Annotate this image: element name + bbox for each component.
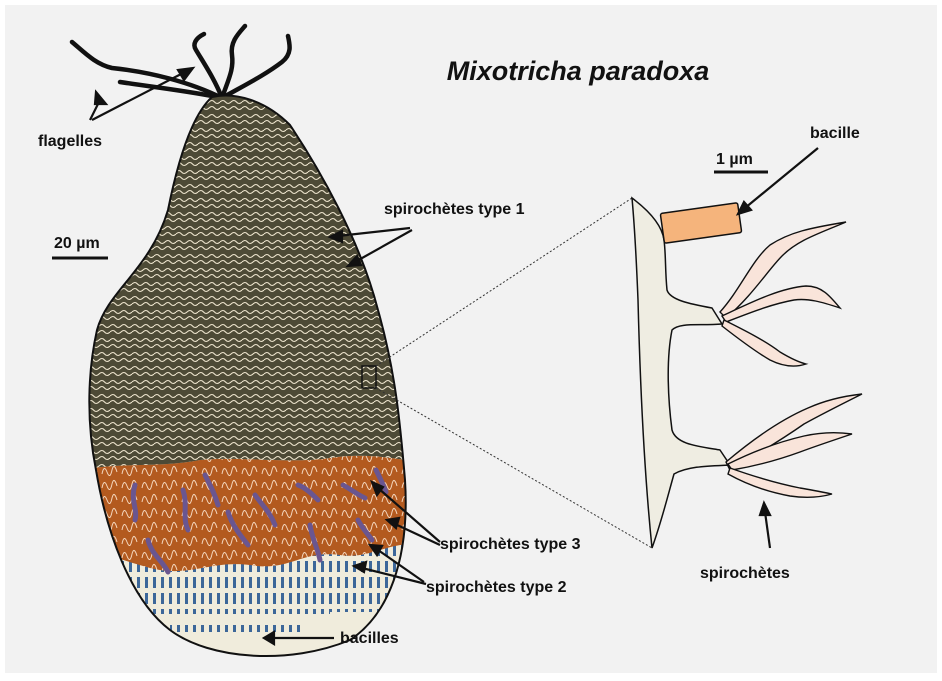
spirochetes-type1-zone xyxy=(80,60,420,470)
diagram-title: Mixotricha paradoxa xyxy=(447,56,710,86)
flagella xyxy=(72,26,290,98)
label-spirochetes-type3: spirochètes type 3 xyxy=(440,536,581,553)
label-scale-cell: 20 µm xyxy=(54,235,100,252)
label-spirochetes-type2: spirochètes type 2 xyxy=(426,579,567,596)
inset-detail xyxy=(632,198,862,548)
label-bacilli: bacilles xyxy=(340,630,399,647)
label-spirochetes: spirochètes xyxy=(700,565,790,582)
label-scale-inset: 1 µm xyxy=(716,151,753,168)
cell-body xyxy=(80,60,420,672)
bacillus-rod xyxy=(660,203,741,244)
inset-membrane xyxy=(632,198,730,548)
label-bacillus: bacille xyxy=(810,125,860,142)
zoom-lines xyxy=(376,198,652,548)
inset-spirochetes xyxy=(720,222,862,497)
label-spirochetes-type1: spirochètes type 1 xyxy=(384,201,525,218)
label-flagella: flagelles xyxy=(38,133,102,150)
